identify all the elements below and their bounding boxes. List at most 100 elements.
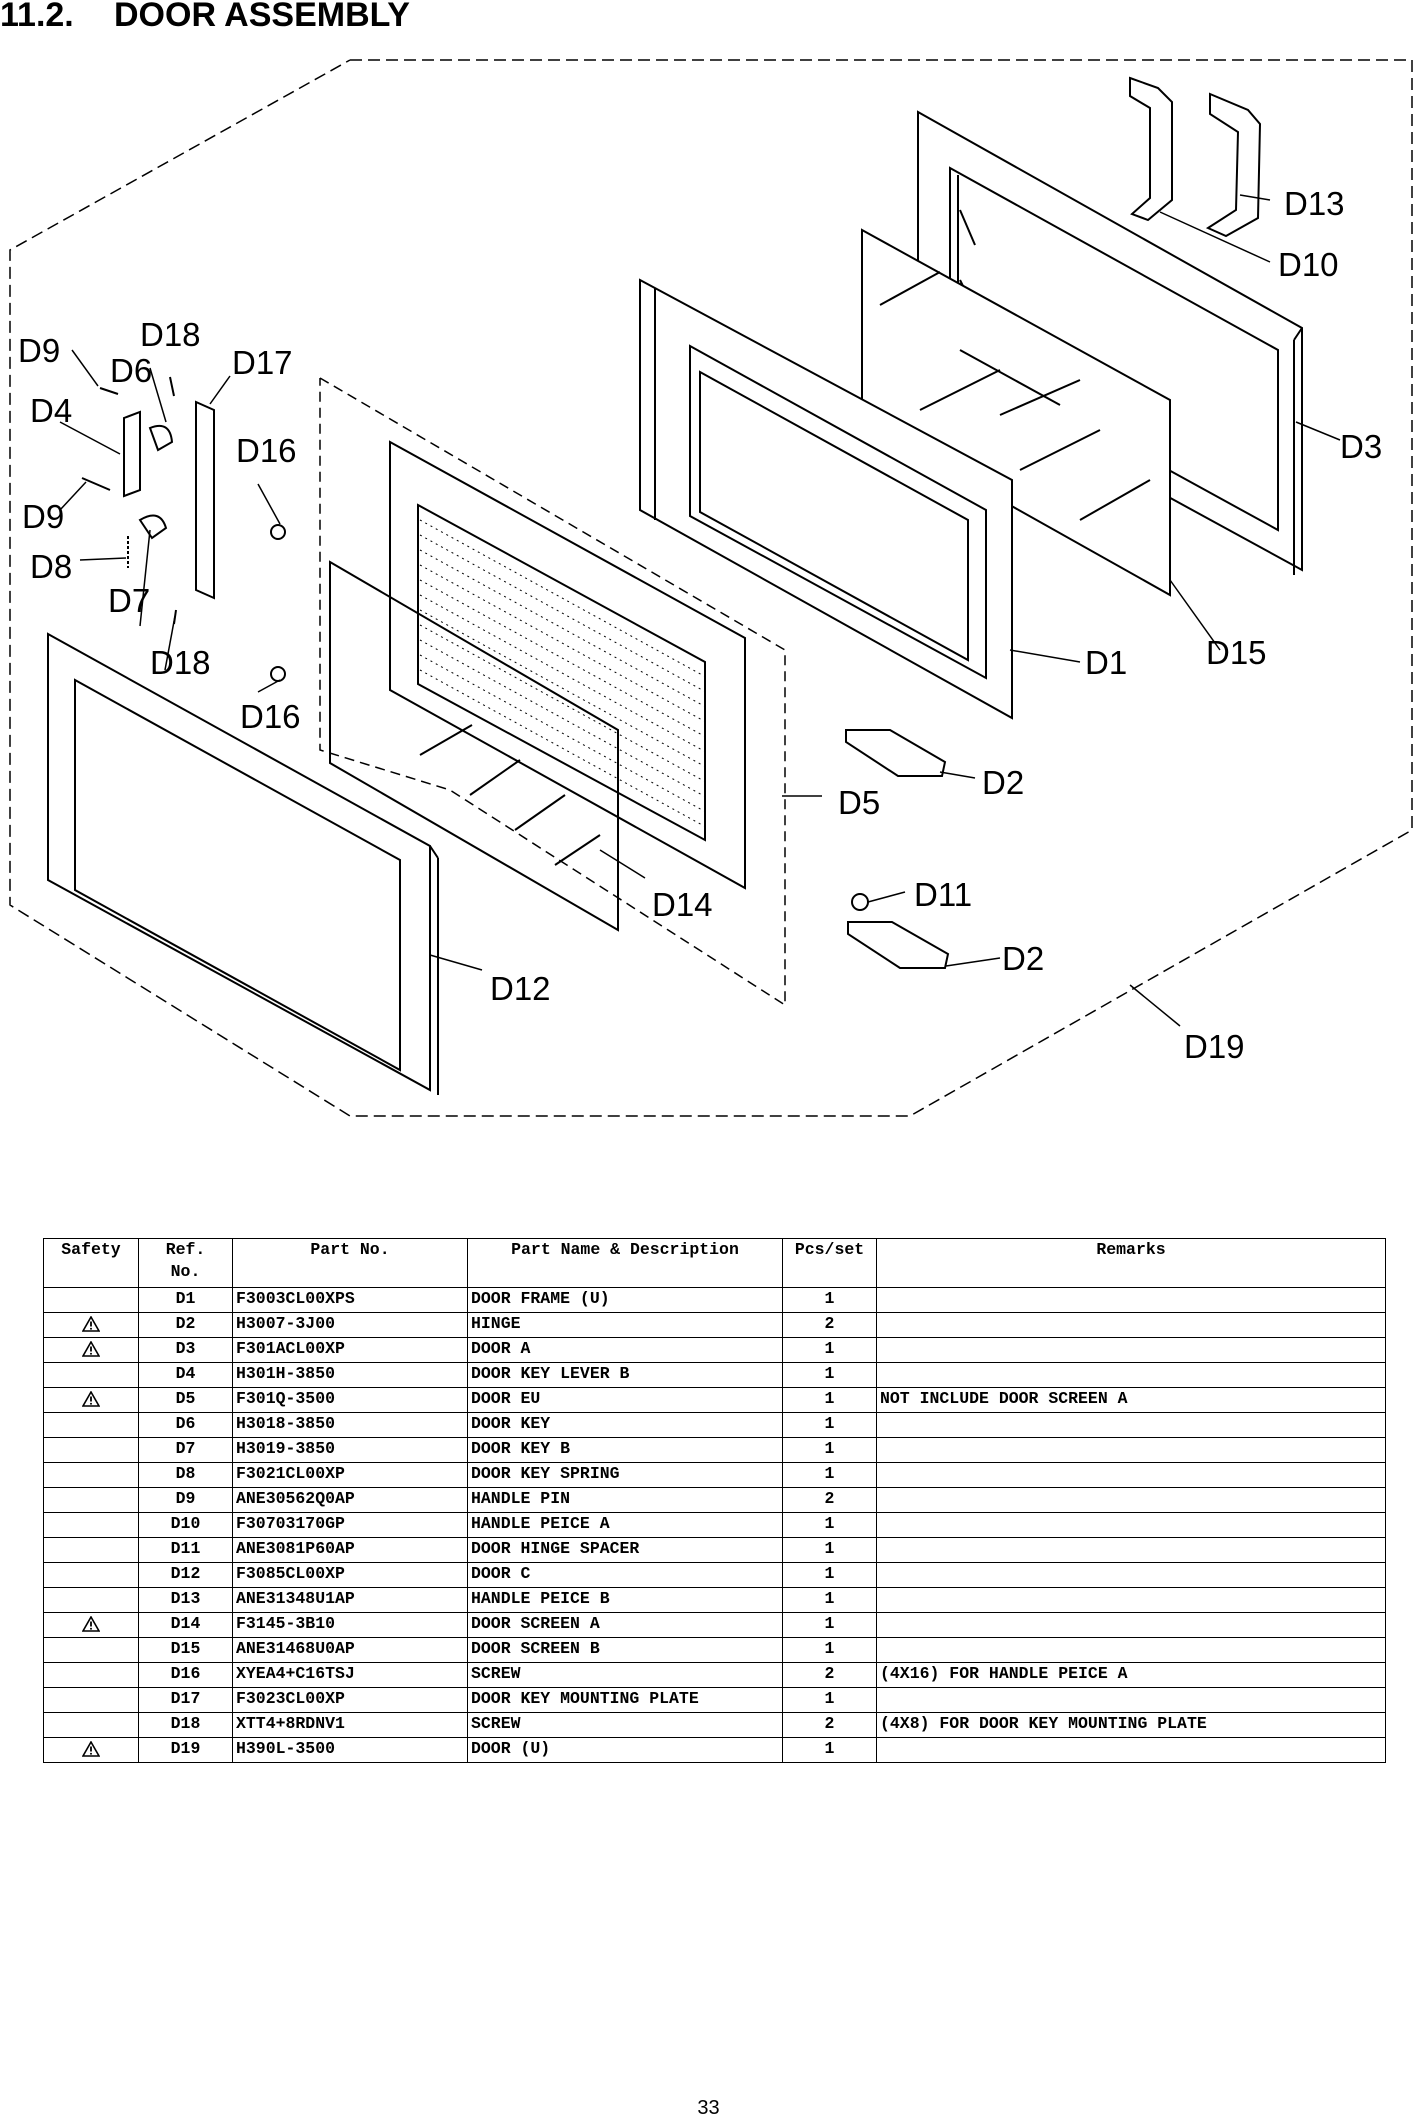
- safety-cell: [43, 1562, 139, 1588]
- remarks-cell: [876, 1487, 1386, 1513]
- ref-cell: D14: [138, 1612, 233, 1638]
- part-name-cell: SCREW: [467, 1712, 783, 1738]
- part-no-cell: F3021CL00XP: [232, 1462, 468, 1488]
- section-number: 11.2.: [0, 0, 74, 34]
- part-name-cell: DOOR SCREEN A: [467, 1612, 783, 1638]
- safety-cell: [43, 1287, 139, 1313]
- ref-cell: D5: [138, 1387, 233, 1413]
- ref-cell: D4: [138, 1362, 233, 1388]
- ref-cell: D1: [138, 1287, 233, 1313]
- door-c-part: [47, 632, 439, 1095]
- remarks-cell: [876, 1587, 1386, 1613]
- pcs-cell: 1: [782, 1537, 877, 1563]
- callout-d3: D3: [1340, 428, 1382, 465]
- part-name-cell: DOOR KEY LEVER B: [467, 1362, 783, 1388]
- part-no-cell: H301H-3850: [232, 1362, 468, 1388]
- ref-cell: D18: [138, 1712, 233, 1738]
- callout-d13: D13: [1284, 185, 1345, 222]
- remarks-cell: [876, 1537, 1386, 1563]
- callout-labels: D9 D18 D6 D17 D4 D16 D9 D8 D7 D18 D16 D1…: [18, 185, 1382, 1065]
- callout-d2-upper: D2: [982, 764, 1024, 801]
- leader-lines: [59, 194, 1341, 1027]
- callout-d14: D14: [652, 886, 713, 923]
- safety-cell: [43, 1312, 139, 1338]
- part-name-cell: HANDLE PEICE A: [467, 1512, 783, 1538]
- part-name-cell: HINGE: [467, 1312, 783, 1338]
- warning-icon: [82, 1315, 100, 1332]
- remarks-cell: [876, 1687, 1386, 1713]
- pcs-cell: 1: [782, 1687, 877, 1713]
- safety-cell: [43, 1487, 139, 1513]
- ref-cell: D11: [138, 1537, 233, 1563]
- warning-icon: [82, 1740, 100, 1757]
- part-no-cell: H3007-3J00: [232, 1312, 468, 1338]
- callout-d19: D19: [1184, 1028, 1245, 1065]
- part-name-cell: DOOR KEY: [467, 1412, 783, 1438]
- section-title: DOOR ASSEMBLY: [114, 0, 410, 34]
- remarks-cell: [876, 1287, 1386, 1313]
- part-no-cell: H390L-3500: [232, 1737, 468, 1763]
- part-no-cell: F3003CL00XPS: [232, 1287, 468, 1313]
- part-name-cell: DOOR KEY SPRING: [467, 1462, 783, 1488]
- part-no-cell: XYEA4+C16TSJ: [232, 1662, 468, 1688]
- pcs-cell: 1: [782, 1387, 877, 1413]
- callout-d18-lower: D18: [150, 644, 211, 681]
- callout-d1: D1: [1085, 644, 1127, 681]
- safety-cell: [43, 1462, 139, 1488]
- part-name-cell: DOOR C: [467, 1562, 783, 1588]
- part-name-cell: DOOR HINGE SPACER: [467, 1537, 783, 1563]
- hinge-upper-part: [845, 729, 947, 777]
- part-no-cell: ANE3081P60AP: [232, 1537, 468, 1563]
- callout-d16-upper: D16: [236, 432, 297, 469]
- section-heading: 11.2. DOOR ASSEMBLY: [0, 0, 410, 35]
- pcs-cell: 1: [782, 1612, 877, 1638]
- ref-cell: D2: [138, 1312, 233, 1338]
- safety-cell: [43, 1387, 139, 1413]
- parts-list-table: Safety Ref.No. Part No. Part Name & Desc…: [43, 1238, 1386, 1763]
- part-no-cell: ANE31468U0AP: [232, 1637, 468, 1663]
- ref-cell: D10: [138, 1512, 233, 1538]
- part-name-cell: DOOR (U): [467, 1737, 783, 1763]
- safety-cell: [43, 1712, 139, 1738]
- table-header-row: Safety Ref.No. Part No. Part Name & Desc…: [43, 1238, 1386, 1288]
- warning-icon: [82, 1340, 100, 1357]
- pcs-cell: 1: [782, 1462, 877, 1488]
- part-name-cell: DOOR KEY MOUNTING PLATE: [467, 1687, 783, 1713]
- pcs-cell: 1: [782, 1287, 877, 1313]
- safety-cell: [43, 1612, 139, 1638]
- pcs-cell: 1: [782, 1587, 877, 1613]
- door-screen-a-part: [329, 560, 619, 932]
- pcs-cell: 1: [782, 1637, 877, 1663]
- remarks-cell: [876, 1562, 1386, 1588]
- safety-cell: [43, 1537, 139, 1563]
- door-mesh-pattern: [419, 519, 705, 827]
- pcs-cell: 1: [782, 1512, 877, 1538]
- handle-piece-b-part: [1205, 92, 1262, 238]
- hinge-spacer-part: [851, 893, 869, 911]
- part-name-cell: DOOR FRAME (U): [467, 1287, 783, 1313]
- pcs-cell: 1: [782, 1562, 877, 1588]
- callout-d8: D8: [30, 548, 72, 585]
- callout-d18-upper: D18: [140, 316, 201, 353]
- ref-cell: D13: [138, 1587, 233, 1613]
- remarks-cell: [876, 1637, 1386, 1663]
- remarks-cell: [876, 1362, 1386, 1388]
- assembly-boundary: [9, 59, 1413, 1117]
- part-no-cell: H3018-3850: [232, 1412, 468, 1438]
- part-no-cell: F3145-3B10: [232, 1612, 468, 1638]
- ref-cell: D9: [138, 1487, 233, 1513]
- safety-cell: [43, 1587, 139, 1613]
- safety-cell: [43, 1412, 139, 1438]
- pcs-cell: 1: [782, 1737, 877, 1763]
- remarks-cell: [876, 1412, 1386, 1438]
- ref-cell: D15: [138, 1637, 233, 1663]
